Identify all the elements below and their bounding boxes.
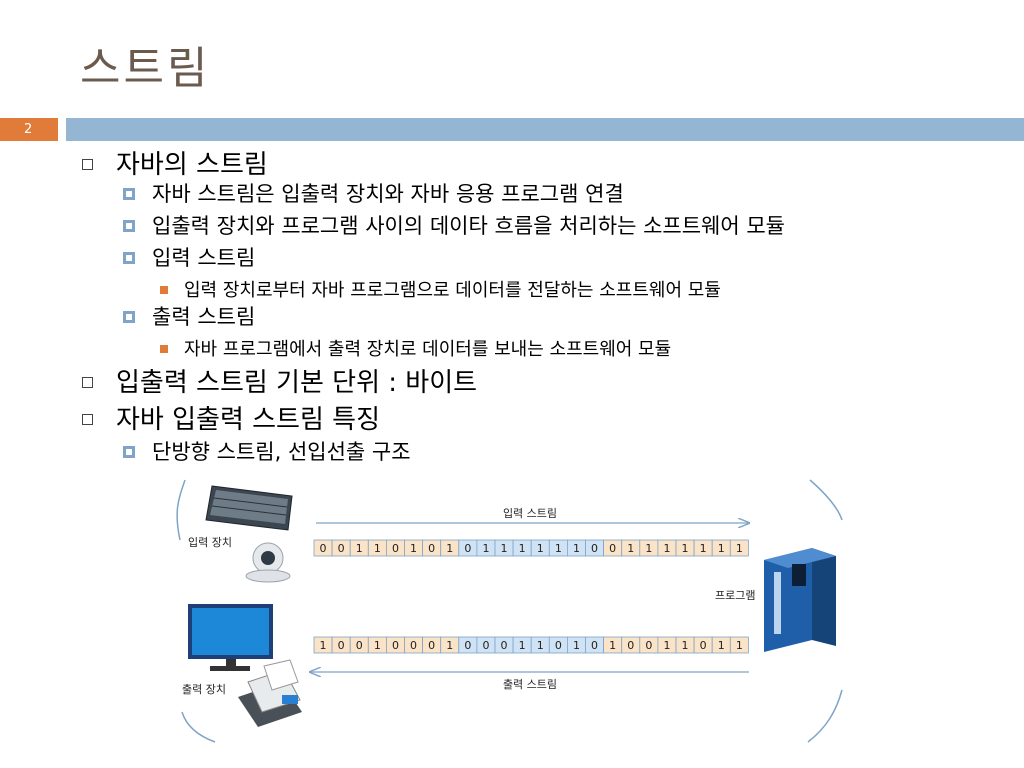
bit-value: 0 bbox=[482, 639, 489, 652]
bullet-input-stream-desc: 입력 장치로부터 자바 프로그램으로 데이터를 전달하는 소프트웨어 모듈 bbox=[184, 280, 721, 301]
square-bullet-icon bbox=[82, 377, 93, 388]
bit-value: 0 bbox=[392, 639, 399, 652]
slide-title: 스트림 bbox=[80, 43, 211, 94]
bit-value: 0 bbox=[464, 639, 471, 652]
bit-value: 1 bbox=[446, 542, 453, 555]
bit-value: 1 bbox=[537, 542, 544, 555]
bullet-stream-unit: 입출력 스트림 기본 단위 : 바이트 bbox=[116, 368, 478, 398]
bit-value: 1 bbox=[645, 542, 652, 555]
program-label: 프로그램 bbox=[715, 589, 755, 602]
bit-value: 1 bbox=[573, 542, 580, 555]
bullet-unidirectional-fifo: 단방향 스트림, 선입선출 구조 bbox=[152, 440, 411, 464]
bit-value: 0 bbox=[555, 639, 562, 652]
bit-value: 1 bbox=[555, 542, 562, 555]
bit-value: 0 bbox=[700, 639, 707, 652]
bit-value: 0 bbox=[645, 639, 652, 652]
bullet-stream-connect: 자바 스트림은 입출력 장치와 자바 응용 프로그램 연결 bbox=[152, 182, 624, 206]
bit-value: 0 bbox=[428, 639, 435, 652]
bit-value: 1 bbox=[320, 639, 327, 652]
square-bullet-icon bbox=[123, 220, 135, 232]
bit-value: 0 bbox=[609, 542, 616, 555]
bit-value: 1 bbox=[700, 542, 707, 555]
bit-value: 1 bbox=[663, 542, 670, 555]
bit-value: 1 bbox=[537, 639, 544, 652]
bit-value: 0 bbox=[320, 542, 327, 555]
bullet-output-stream-desc: 자바 프로그램에서 출력 장치로 데이터를 보내는 소프트웨어 모듈 bbox=[184, 339, 672, 360]
bit-value: 0 bbox=[591, 639, 598, 652]
bit-value: 0 bbox=[627, 639, 634, 652]
bit-value: 0 bbox=[338, 639, 345, 652]
bit-value: 1 bbox=[501, 542, 508, 555]
computer-tower-icon bbox=[764, 548, 836, 652]
bit-value: 1 bbox=[736, 639, 743, 652]
square-bullet-icon bbox=[160, 345, 168, 353]
bit-cell bbox=[729, 636, 749, 654]
bit-value: 1 bbox=[682, 542, 689, 555]
bullet-stream-features: 자바 입출력 스트림 특징 bbox=[116, 405, 380, 435]
bit-value: 0 bbox=[392, 542, 399, 555]
bullet-java-stream: 자바의 스트림 bbox=[116, 150, 268, 180]
bit-value: 0 bbox=[410, 639, 417, 652]
bullet-output-stream: 출력 스트림 bbox=[152, 305, 256, 329]
bit-value: 1 bbox=[736, 542, 743, 555]
square-bullet-icon bbox=[82, 414, 93, 425]
bit-value: 1 bbox=[663, 639, 670, 652]
input-device-label: 입력 장치 bbox=[188, 536, 232, 549]
bit-value: 1 bbox=[519, 639, 526, 652]
keyboard-icon bbox=[205, 485, 293, 531]
square-bullet-icon bbox=[123, 446, 135, 458]
square-bullet-icon bbox=[160, 286, 168, 294]
square-bullet-icon bbox=[123, 311, 135, 323]
title-bar bbox=[66, 118, 1024, 141]
bit-value: 1 bbox=[519, 542, 526, 555]
bit-cell bbox=[729, 539, 749, 557]
bit-value: 1 bbox=[482, 542, 489, 555]
bit-value: 0 bbox=[464, 542, 471, 555]
bit-value: 0 bbox=[428, 542, 435, 555]
bit-value: 1 bbox=[609, 639, 616, 652]
input-stream-label: 입력 스트림 bbox=[503, 507, 557, 520]
bit-value: 1 bbox=[573, 639, 580, 652]
printer-icon bbox=[238, 659, 302, 727]
bit-value: 0 bbox=[591, 542, 598, 555]
bullet-stream-module: 입출력 장치와 프로그램 사이의 데이타 흐름을 처리하는 소프트웨어 모듈 bbox=[152, 214, 785, 238]
bit-value: 1 bbox=[627, 542, 634, 555]
bullet-input-stream: 입력 스트림 bbox=[152, 246, 256, 270]
bit-value: 0 bbox=[356, 639, 363, 652]
output-device-label: 출력 장치 bbox=[182, 683, 226, 696]
bit-value: 1 bbox=[410, 542, 417, 555]
slide-number: 2 bbox=[0, 118, 58, 141]
bit-value: 1 bbox=[374, 639, 381, 652]
webcam-icon bbox=[245, 542, 291, 583]
bit-value: 0 bbox=[501, 639, 508, 652]
monitor-icon bbox=[188, 604, 273, 671]
square-bullet-icon bbox=[82, 159, 93, 170]
square-bullet-icon bbox=[123, 188, 135, 200]
bit-value: 1 bbox=[682, 639, 689, 652]
bit-value: 1 bbox=[356, 542, 363, 555]
bit-value: 1 bbox=[718, 639, 725, 652]
bit-value: 1 bbox=[374, 542, 381, 555]
bit-value: 1 bbox=[718, 542, 725, 555]
bit-value: 0 bbox=[338, 542, 345, 555]
square-bullet-icon bbox=[123, 252, 135, 264]
bit-value: 1 bbox=[446, 639, 453, 652]
output-stream-label: 출력 스트림 bbox=[503, 678, 557, 691]
